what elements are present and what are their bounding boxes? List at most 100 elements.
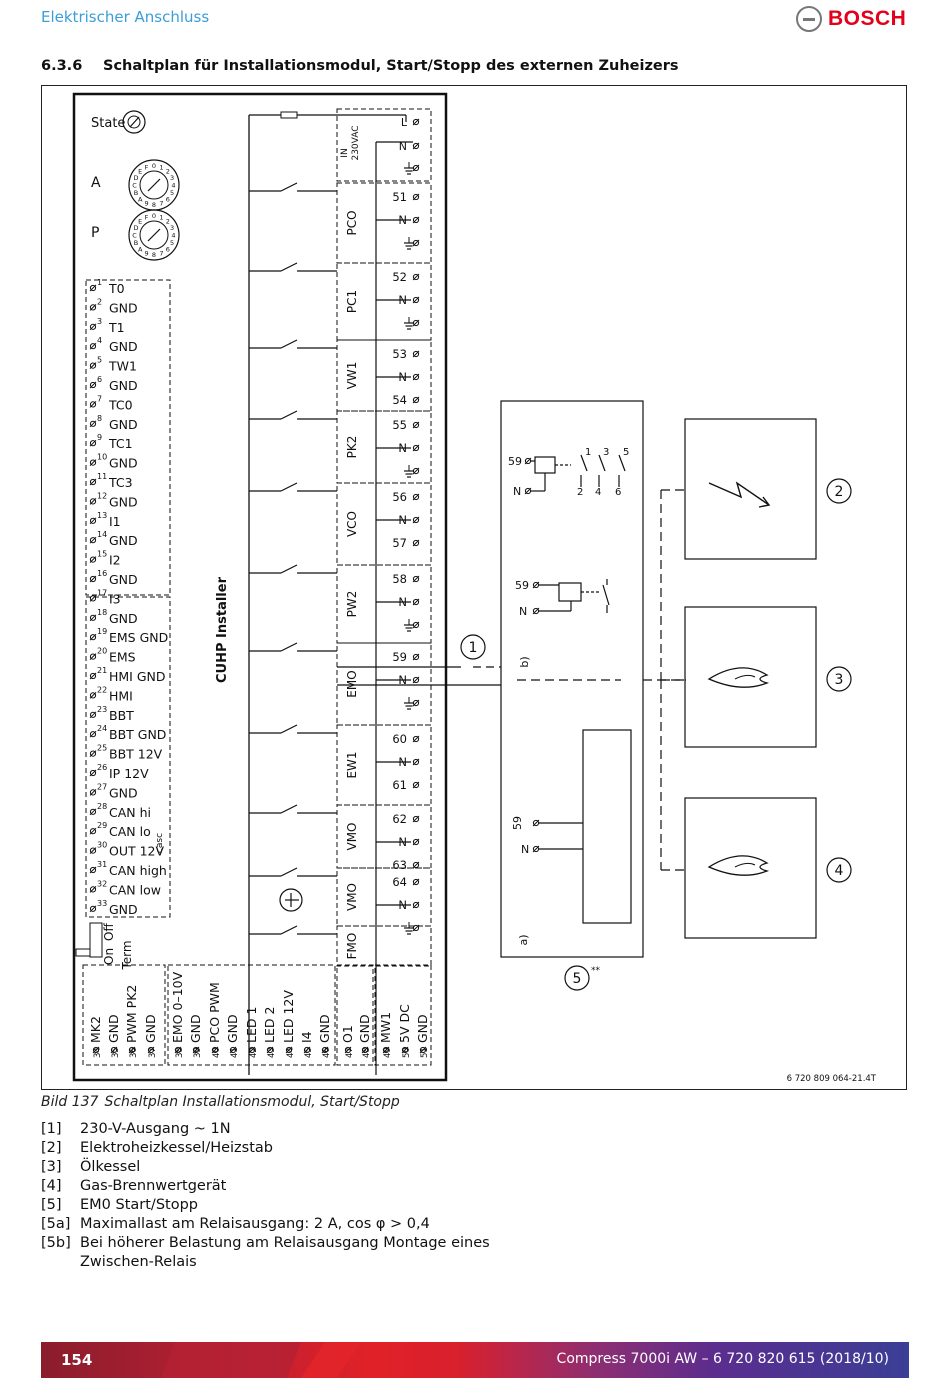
terminal-label: IP 12V [109, 766, 149, 781]
terminal-screw-icon [89, 575, 97, 583]
terminal-screw-icon [89, 905, 97, 912]
terminal-screw-icon [192, 1046, 200, 1054]
terminal-screw-icon [412, 781, 420, 789]
terminal-screw-icon [89, 827, 97, 835]
terminal-screw-icon [412, 216, 420, 224]
terminal-number: 26 [97, 763, 107, 772]
relay-terminal-label: 59 [511, 816, 524, 830]
terminal-label: GND [109, 572, 138, 587]
relay-contact-number: 4 [595, 487, 601, 498]
switch-term-label: Term [120, 940, 134, 970]
terminal-screw-icon [412, 598, 420, 606]
terminal-screw-icon [532, 581, 540, 589]
terminal-screw-icon [266, 1046, 274, 1054]
legend-item: [4]Gas-Brennwertgerät [41, 1177, 520, 1196]
state-led-icon [129, 116, 140, 128]
terminal-number-label: 56 [392, 490, 407, 504]
legend-item: [1] 230-V-Ausgang ~ 1N [41, 1120, 520, 1139]
legend-item: [5a]Maximallast am Relaisausgang: 2 A, c… [41, 1215, 520, 1234]
legend-key: [1] [41, 1121, 62, 1137]
bottom-terminal-label: LED 12V [281, 990, 296, 1043]
legend-item: [2]Elektroheizkessel/Heizstab [41, 1139, 520, 1158]
terminal-screw-icon [89, 381, 97, 389]
power-voltage-label: 230VAC [351, 125, 361, 160]
terminal-screw-icon [89, 866, 97, 874]
legend-text: Maximallast am Relaisausgang: 2 A, cos φ… [80, 1216, 430, 1232]
terminal-screw-icon [412, 676, 420, 684]
terminal-screw-icon [89, 866, 97, 874]
terminal-number: 31 [97, 860, 107, 869]
terminal-screw-icon [532, 607, 540, 615]
relay-switch-icon [280, 339, 298, 349]
terminal-screw-icon [412, 164, 420, 172]
terminal-label: OUT 12V [109, 844, 165, 859]
terminal-screw-icon [412, 815, 420, 823]
relay-contact-number: 2 [577, 487, 583, 498]
state-label: State [91, 116, 125, 131]
terminal-label: GND [109, 378, 138, 393]
terminal-screw-icon [344, 1046, 352, 1054]
terminal-number: 16 [97, 569, 107, 578]
terminal-label: TW1 [108, 359, 137, 374]
terminal-screw-icon [92, 1046, 100, 1054]
legend-text: 230-V-Ausgang ~ 1N [80, 1121, 231, 1137]
terminal-screw-icon [89, 789, 97, 796]
relay-coil-icon [534, 456, 556, 474]
terminal-label: I2 [109, 553, 121, 568]
callout-5-number: 5 [573, 971, 582, 987]
power-in-label: IN [340, 148, 350, 157]
terminal-number-label: 60 [392, 732, 407, 746]
relay-contact-number: 3 [603, 447, 609, 458]
relay-option-a-label: a) [517, 934, 530, 945]
bottom-terminal-number: 42 [249, 1047, 259, 1058]
terminal-screw-icon [412, 493, 420, 501]
bottom-terminal-label: EMO 0–10V [170, 971, 185, 1043]
dial-a-icon [147, 178, 161, 192]
relay-terminal-label: N [513, 485, 521, 498]
output-terminal-group [336, 867, 432, 927]
terminal-label: BBT 12V [109, 747, 163, 762]
relay-switch-icon [280, 642, 298, 652]
terminal-screw-icon [412, 539, 420, 547]
power-terminal-block [336, 108, 432, 182]
terminal-screw-icon [229, 1046, 237, 1054]
terminal-label: CAN hi [109, 805, 151, 820]
dial-digit: 6 [166, 245, 170, 253]
relay-terminal-label: N [521, 843, 529, 856]
terminal-screw-icon [89, 731, 97, 738]
terminal-number-label: 55 [392, 418, 407, 432]
callout-4-icon [826, 857, 852, 883]
terminal-label: GND [109, 417, 138, 432]
output-terminal-group [336, 182, 432, 264]
terminal-screw-icon [128, 1046, 136, 1054]
relay-terminal-label: N [519, 605, 527, 618]
dial-p-icon [128, 209, 180, 261]
terminal-label: GND [109, 785, 138, 800]
terminal-screw-icon [89, 362, 97, 369]
terminal-screw-icon [412, 758, 420, 766]
terminal-number-label: 51 [392, 190, 407, 204]
terminal-screw-icon [89, 537, 97, 544]
terminal-screw-icon [532, 819, 540, 827]
terminal-screw-icon [412, 878, 420, 886]
power-terminal-label: N [399, 140, 407, 153]
terminal-screw-icon [266, 1046, 274, 1054]
terminal-screw-icon [412, 296, 420, 304]
terminal-screw-icon [89, 478, 97, 486]
bottom-terminal-number: 49 [383, 1047, 393, 1058]
dial-digit: 1 [159, 213, 163, 221]
terminal-screw-icon [412, 421, 420, 429]
output-group-name: PCO [345, 210, 359, 235]
legend-item: [3]Ölkessel [41, 1158, 520, 1177]
terminal-label: EMS [109, 650, 136, 665]
relay-contact-number: 5 [623, 447, 629, 458]
relay-contact-icon [602, 584, 610, 606]
terminal-number: 23 [97, 705, 107, 714]
terminal-number: 21 [97, 666, 107, 675]
terminal-screw-icon [412, 735, 420, 743]
terminal-screw-icon [412, 373, 420, 381]
terminal-label: CAN lo [109, 824, 151, 839]
bottom-terminal-label: LED 1 [244, 1007, 259, 1043]
